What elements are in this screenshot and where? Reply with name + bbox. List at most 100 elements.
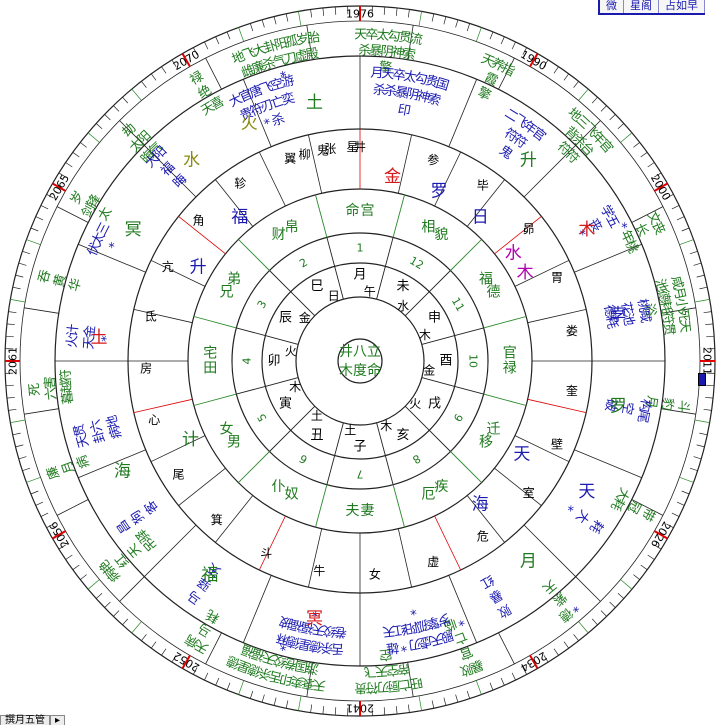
outer-spoke-12 bbox=[120, 577, 145, 602]
tick-mark-171 bbox=[250, 23, 253, 31]
tick-mark-32 bbox=[672, 205, 679, 209]
planet-label-7: 福 bbox=[201, 566, 218, 586]
mansion-label-24: 星 bbox=[346, 140, 358, 154]
house-label-6-0: 妻 bbox=[361, 503, 375, 519]
tick-mark-35 bbox=[680, 240, 694, 245]
toolbar-item-0[interactable]: 微 bbox=[600, 0, 624, 13]
tick-mark-167 bbox=[204, 42, 208, 49]
status-item-0[interactable]: 撰月五管 bbox=[0, 715, 50, 725]
year-label-6: 2041 bbox=[346, 702, 374, 715]
planet-label-8: 海 bbox=[114, 462, 131, 482]
ring-star-7-2-0: * bbox=[408, 601, 418, 617]
outer-star-5-0-0: 斗 bbox=[674, 399, 691, 414]
mansion-spoke-20 bbox=[134, 399, 193, 412]
house-number-3: 10 bbox=[467, 354, 480, 368]
planet-label-5: 月 bbox=[520, 552, 537, 572]
tick-mark-48 bbox=[705, 397, 713, 398]
tick-mark-84 bbox=[432, 700, 434, 708]
tick-mark-51 bbox=[699, 433, 707, 435]
house-label-3-1: 禄 bbox=[503, 361, 517, 377]
tick-mark-141 bbox=[13, 287, 21, 289]
tick-mark-10 bbox=[476, 27, 481, 41]
tick-mark-130 bbox=[10, 420, 25, 423]
mansion-label-17: 房 bbox=[140, 361, 152, 376]
scroll-handle[interactable] bbox=[698, 373, 706, 386]
tick-mark-65 bbox=[621, 580, 632, 590]
ring-star-0-2-0: 印 bbox=[396, 102, 411, 119]
ring-star-15-1-4: 奕 bbox=[280, 90, 297, 109]
mansion-spoke-16 bbox=[259, 516, 285, 570]
tick-mark-154 bbox=[80, 142, 86, 147]
tick-mark-109 bbox=[141, 634, 146, 640]
house-spoke-11-1 bbox=[327, 237, 335, 266]
house-spoke-10-2 bbox=[238, 239, 269, 270]
house-spoke-8-2 bbox=[194, 394, 237, 405]
tick-mark-8 bbox=[456, 20, 458, 28]
tick-mark-162 bbox=[151, 74, 156, 81]
tick-mark-110 bbox=[132, 622, 142, 633]
inner-planet-9: 福 bbox=[231, 208, 248, 228]
tick-mark-23 bbox=[610, 114, 616, 120]
inner-planet-3: 水 bbox=[505, 244, 522, 264]
tick-mark-42 bbox=[705, 324, 713, 325]
tick-mark-118 bbox=[66, 555, 73, 560]
tick-mark-80 bbox=[476, 681, 481, 695]
center-line-2: 木度命 bbox=[339, 362, 381, 379]
ring-star-11-1-1: 六 bbox=[88, 418, 106, 434]
status-item-1[interactable]: ▸ bbox=[50, 715, 65, 725]
mansion-label-8: 室 bbox=[523, 485, 535, 500]
tick-mark-100 bbox=[239, 681, 244, 695]
outer-spoke-18 bbox=[206, 58, 222, 89]
tick-mark-40 bbox=[695, 299, 710, 302]
tick-mark-26 bbox=[633, 142, 639, 147]
mansion-label-6: 奎 bbox=[566, 383, 578, 398]
tick-mark-157 bbox=[105, 114, 111, 120]
tick-mark-163 bbox=[162, 67, 167, 74]
house-spoke-7-2 bbox=[238, 452, 269, 483]
mansion-spoke-8 bbox=[528, 399, 587, 412]
outer-spoke-8 bbox=[499, 633, 515, 664]
house-label-11-0: 财 bbox=[272, 227, 286, 243]
mansion-label-16: 心 bbox=[148, 413, 160, 427]
house-label-9-1: 宅 bbox=[203, 346, 217, 362]
outer-star-15-0-0: 吞 bbox=[36, 268, 54, 284]
tick-mark-170 bbox=[239, 27, 244, 41]
tick-mark-70 bbox=[579, 622, 589, 633]
tick-mark-178 bbox=[335, 7, 336, 15]
year-label-3: 2011 bbox=[701, 347, 714, 375]
tick-mark-168 bbox=[216, 37, 219, 44]
house-spoke-3-2 bbox=[484, 394, 526, 405]
tick-mark-3 bbox=[396, 8, 397, 16]
tick-mark-52 bbox=[697, 445, 705, 447]
house-spoke-1-1 bbox=[429, 271, 450, 292]
mansion-label-19: 亢 bbox=[162, 259, 174, 274]
mansion-spoke-18 bbox=[179, 468, 226, 505]
tick-mark-173 bbox=[274, 17, 276, 25]
mansion-label-12: 牛 bbox=[313, 563, 325, 578]
house-number-4: 9 bbox=[451, 411, 466, 424]
toolbar-item-2[interactable]: 占如早 bbox=[659, 0, 705, 13]
house-spoke-9-2 bbox=[194, 317, 237, 328]
tick-mark-97 bbox=[274, 698, 276, 706]
branch-label-1: 未 bbox=[396, 279, 409, 294]
house-label-7-1: 仆 bbox=[272, 479, 286, 495]
element-label-8: 木 bbox=[289, 380, 301, 394]
tick-mark-128 bbox=[16, 445, 24, 447]
tick-mark-47 bbox=[706, 385, 714, 386]
tick-mark-79 bbox=[490, 683, 493, 691]
tick-mark-28 bbox=[648, 163, 655, 168]
tick-mark-116 bbox=[80, 575, 86, 580]
element-label-11: 日 bbox=[328, 289, 340, 303]
house-number-5: 8 bbox=[410, 452, 423, 467]
branch-label-0: 月 bbox=[353, 268, 366, 283]
element-label-10: 金 bbox=[299, 310, 311, 325]
toolbar-item-1[interactable]: 星阁 bbox=[624, 0, 659, 13]
tick-mark-69 bbox=[592, 619, 597, 625]
tick-mark-6 bbox=[432, 14, 434, 22]
tick-mark-43 bbox=[706, 336, 714, 337]
inner-planet-4: 木 bbox=[517, 263, 534, 283]
tick-mark-4 bbox=[408, 10, 409, 18]
tick-mark-156 bbox=[96, 124, 102, 129]
tick-mark-2 bbox=[384, 7, 385, 15]
tick-mark-66 bbox=[618, 593, 624, 598]
